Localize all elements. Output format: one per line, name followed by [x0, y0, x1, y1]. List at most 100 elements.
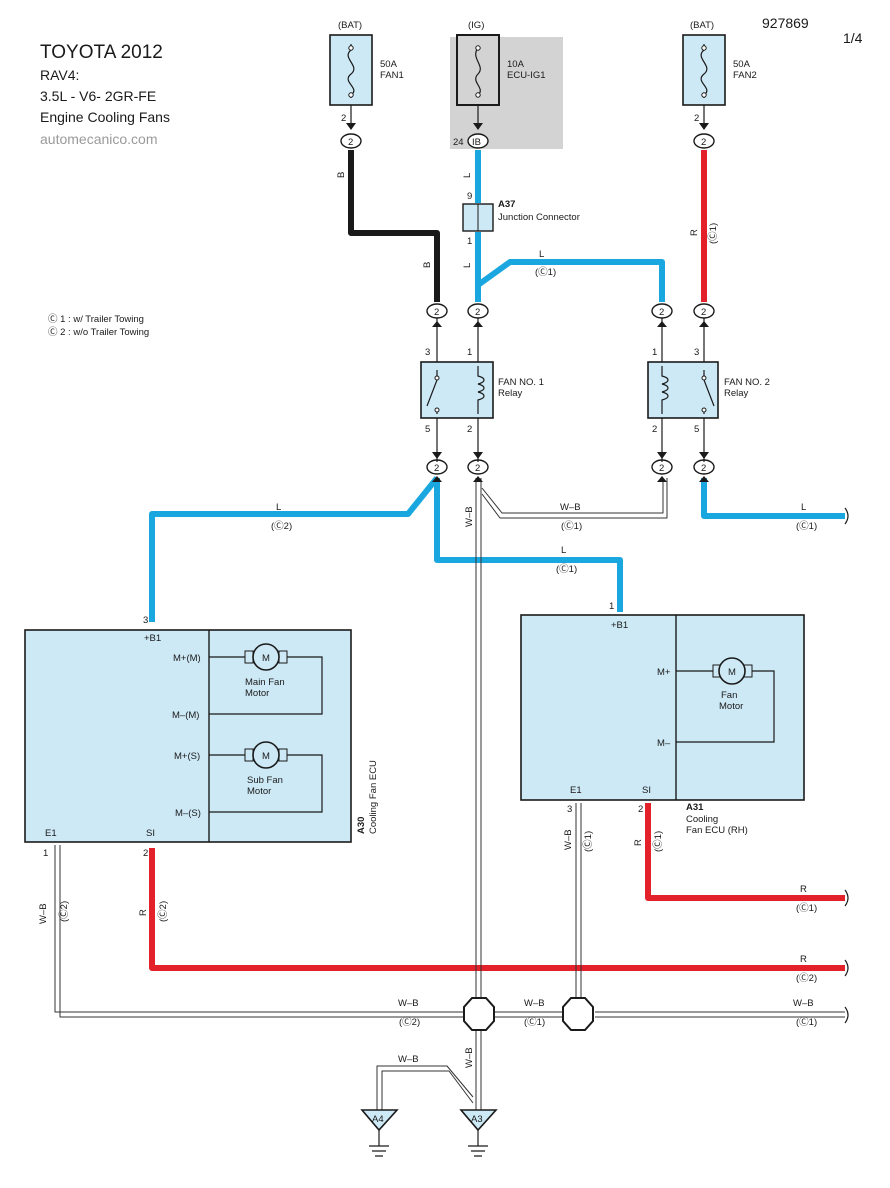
wire-labels: B B L L L (Ⓒ1) R (Ⓒ1) L (Ⓒ2) W–B (Ⓒ1) W–… [38, 172, 817, 1068]
svg-text:A3: A3 [471, 1114, 483, 1125]
ecu-a31: 1 +B1 M+ M– M Fan Motor E1 SI 3 2 A31 Co… [520, 601, 805, 836]
main-fan-motor-icon: M [244, 643, 288, 671]
svg-text:W–B: W–B [38, 903, 49, 924]
wb-junction-right [562, 997, 594, 1031]
svg-text:W–B: W–B [398, 1054, 419, 1065]
ground-a3: A3 [459, 1109, 498, 1157]
svg-text:2: 2 [475, 307, 480, 318]
svg-text:10A: 10A [507, 59, 525, 70]
svg-text:2: 2 [638, 804, 643, 815]
fan-motor-icon: M [712, 657, 753, 685]
connectors: 2 IB 24 2 2 2 2 2 2 2 2 2 [340, 133, 715, 475]
wire-r-a30 [149, 848, 845, 971]
svg-text:M: M [262, 653, 270, 664]
svg-text:W–B: W–B [793, 998, 814, 1009]
wires-wb [54, 478, 845, 1110]
relay-fan-no2: 1 3 2 5 FAN NO. 2 Relay [647, 318, 770, 462]
svg-text:(Ⓒ1): (Ⓒ1) [535, 267, 556, 278]
svg-text:(Ⓒ1): (Ⓒ1) [796, 903, 817, 914]
svg-text:(Ⓒ2): (Ⓒ2) [158, 901, 169, 922]
svg-text:9: 9 [467, 191, 472, 202]
svg-text:2: 2 [475, 463, 480, 474]
legend-note-1: Ⓒ 1 : w/ Trailer Towing [48, 314, 144, 325]
svg-text:Relay: Relay [724, 388, 749, 399]
svg-text:M: M [728, 667, 736, 678]
svg-text:2: 2 [467, 424, 472, 435]
svg-text:2: 2 [701, 137, 706, 148]
svg-text:M–(S): M–(S) [175, 808, 201, 819]
svg-text:(Ⓒ1): (Ⓒ1) [583, 831, 594, 852]
svg-text:M–(M): M–(M) [172, 710, 199, 721]
ecu-a30: 3 +B1 M+(M) M–(M) M+(S) M–(S) M Main Fan… [24, 615, 379, 859]
a30-name: Cooling Fan ECU [368, 760, 379, 834]
svg-text:2: 2 [652, 424, 657, 435]
page-number: 1/4 [843, 30, 863, 46]
svg-text:1: 1 [609, 601, 614, 612]
wire-r-a31 [645, 803, 845, 901]
svg-text:+B1: +B1 [144, 633, 161, 644]
svg-text:(IG): (IG) [468, 20, 484, 31]
svg-text:(Ⓒ1): (Ⓒ1) [524, 1017, 545, 1028]
fuse-fan2: (BAT) 50A FAN2 [682, 20, 757, 106]
svg-text:A31: A31 [686, 802, 704, 813]
svg-text:Main Fan: Main Fan [245, 677, 285, 688]
svg-text:M: M [262, 751, 270, 762]
wire-l-right [701, 478, 845, 519]
svg-text:50A: 50A [733, 59, 751, 70]
a30-id: A30 [356, 817, 367, 834]
svg-text:R: R [800, 954, 807, 965]
svg-text:R: R [800, 884, 807, 895]
svg-text:(Ⓒ1): (Ⓒ1) [653, 831, 664, 852]
relay-arrows [432, 321, 709, 482]
ig-pin: 24 [453, 137, 464, 148]
svg-text:(Ⓒ2): (Ⓒ2) [399, 1017, 420, 1028]
svg-text:Sub Fan: Sub Fan [247, 775, 283, 786]
diagram-title: TOYOTA 2012 [40, 42, 163, 63]
svg-text:M+(S): M+(S) [174, 751, 200, 762]
svg-text:W–B: W–B [560, 502, 581, 513]
svg-text:W–B: W–B [398, 998, 419, 1009]
svg-text:SI: SI [146, 828, 155, 839]
svg-text:3: 3 [694, 347, 699, 358]
svg-text:Junction Connector: Junction Connector [498, 212, 580, 223]
svg-text:ECU-IG1: ECU-IG1 [507, 70, 546, 81]
svg-text:3: 3 [425, 347, 430, 358]
svg-text:2: 2 [434, 463, 439, 474]
fuse-fan1: (BAT) 50A FAN1 [329, 20, 404, 106]
svg-text:2: 2 [701, 463, 706, 474]
svg-text:L: L [462, 173, 473, 178]
svg-text:Motor: Motor [719, 701, 743, 712]
engine-spec: 3.5L - V6- 2GR-FE [40, 88, 156, 104]
svg-text:W–B: W–B [464, 506, 475, 527]
diagram-code: 927869 [762, 15, 809, 31]
svg-text:A37: A37 [498, 199, 515, 210]
svg-text:FAN1: FAN1 [380, 70, 404, 81]
svg-text:B: B [422, 262, 433, 268]
svg-text:M–: M– [657, 738, 671, 749]
svg-text:L: L [276, 502, 281, 513]
fuse-ecu-ig1: (IG) 10A ECU-IG1 [456, 20, 546, 106]
svg-text:Fan ECU (RH): Fan ECU (RH) [686, 825, 748, 836]
svg-text:A4: A4 [372, 1114, 384, 1125]
svg-text:1: 1 [652, 347, 657, 358]
vehicle-model: RAV4: [40, 67, 79, 83]
svg-text:FAN2: FAN2 [733, 70, 757, 81]
svg-text:(Ⓒ1): (Ⓒ1) [561, 521, 582, 532]
svg-text:+B1: +B1 [611, 620, 628, 631]
svg-text:FAN NO. 2: FAN NO. 2 [724, 377, 770, 388]
ground-a4: A4 [360, 1109, 399, 1157]
svg-text:IB: IB [472, 137, 481, 148]
svg-text:1: 1 [43, 848, 48, 859]
site-watermark: automecanico.com [40, 131, 158, 147]
system-name: Engine Cooling Fans [40, 109, 170, 125]
svg-text:(Ⓒ2): (Ⓒ2) [59, 901, 70, 922]
svg-text:1: 1 [467, 347, 472, 358]
svg-text:E1: E1 [570, 785, 582, 796]
wire-l-a31 [434, 478, 623, 612]
svg-text:SI: SI [642, 785, 651, 796]
svg-text:2: 2 [434, 307, 439, 318]
svg-text:1: 1 [467, 236, 472, 247]
wb-junction-left [463, 997, 495, 1031]
svg-text:L: L [462, 263, 473, 268]
